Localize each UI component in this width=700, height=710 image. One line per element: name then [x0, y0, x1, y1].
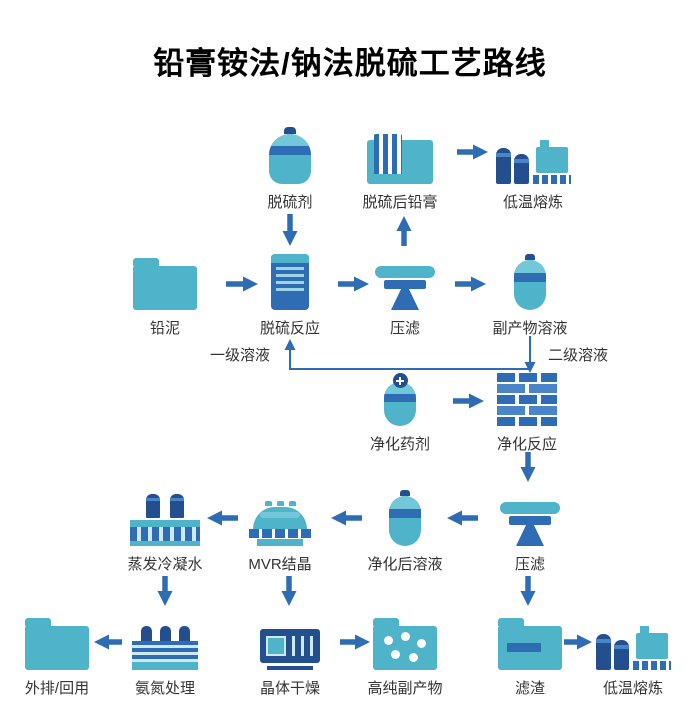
node-label: 净化药剂	[369, 436, 430, 453]
node-label: 氨氮处理	[134, 680, 195, 697]
solution-capsule-icon	[389, 488, 421, 546]
node-byproduct-solution: 副产物溶液	[475, 252, 585, 338]
node-label: 滤渣	[514, 680, 545, 697]
node-purification-agent: 净化药剂	[345, 368, 455, 454]
node-desulfurization-reaction: 脱硫反应	[235, 252, 345, 338]
edge-label-secondary-solution: 二级溶液	[547, 347, 608, 364]
node-filter-press-1: 压滤	[350, 252, 460, 338]
node-ammonia-treatment: 氨氮处理	[110, 612, 220, 698]
node-label: 净化后溶液	[367, 556, 443, 573]
node-label: 高纯副产物	[367, 680, 443, 697]
striped-container-icon	[367, 126, 433, 184]
node-purification-reaction: 净化反应	[472, 368, 582, 454]
edge-label-primary-solution: 一级溶液	[209, 347, 270, 364]
node-label: 低温熔炼	[502, 194, 563, 211]
folder-icon	[25, 612, 89, 670]
node-desulfurized-lead-paste: 脱硫后铅膏	[345, 126, 455, 212]
node-discharge-reuse: 外排/回用	[2, 612, 112, 698]
bottles-conveyor-icon	[130, 488, 200, 546]
smelter-bottles-icon	[595, 612, 671, 670]
line-primary-solution-recycle	[284, 339, 529, 370]
pallet-stack-icon	[497, 368, 557, 426]
filter-press-icon	[500, 488, 560, 546]
solution-capsule-icon	[514, 252, 546, 310]
node-smelting-bottom: 低温熔炼	[578, 612, 688, 698]
node-label: MVR结晶	[248, 556, 312, 573]
node-label: 脱硫反应	[259, 320, 320, 337]
factory-condenser-icon	[132, 612, 198, 670]
node-crystal-drying: 晶体干燥	[235, 612, 345, 698]
node-label: 铅泥	[149, 320, 180, 337]
medicine-capsule-icon	[384, 368, 416, 426]
folder-dots-icon	[373, 612, 437, 670]
node-label: 晶体干燥	[259, 680, 320, 697]
node-filter-residue: 滤渣	[475, 612, 585, 698]
node-purified-solution: 净化后溶液	[350, 488, 460, 574]
node-label: 副产物溶液	[492, 320, 568, 337]
node-evaporation-condensate: 蒸发冷凝水	[110, 488, 220, 574]
node-label: 外排/回用	[24, 680, 90, 697]
node-filter-press-2: 压滤	[475, 488, 585, 574]
node-label: 压滤	[389, 320, 420, 337]
node-label: 净化反应	[496, 436, 557, 453]
smelter-bottles-icon	[495, 126, 571, 184]
node-label: 脱硫剂	[267, 194, 313, 211]
diagram-title: 铅膏铵法/钠法脱硫工艺路线	[153, 46, 547, 81]
folder-icon	[133, 252, 197, 310]
folder-stripe-icon	[498, 612, 562, 670]
node-mvr-crystallization: MVR结晶	[225, 488, 335, 574]
node-label: 压滤	[514, 556, 545, 573]
node-label: 低温熔炼	[602, 680, 663, 697]
node-label: 蒸发冷凝水	[127, 556, 203, 573]
node-desulfurizer: 脱硫剂	[235, 126, 345, 212]
filter-press-icon	[375, 252, 435, 310]
node-label: 脱硫后铅膏	[362, 194, 438, 211]
node-smelting-top: 低温熔炼	[478, 126, 588, 212]
node-lead-mud: 铅泥	[110, 252, 220, 338]
vessel-tank-icon	[269, 126, 311, 184]
reactor-cabinet-icon	[271, 252, 309, 310]
dome-tank-icon	[249, 488, 311, 546]
node-high-purity-byproduct: 高纯副产物	[350, 612, 460, 698]
dryer-machine-icon	[260, 612, 320, 670]
